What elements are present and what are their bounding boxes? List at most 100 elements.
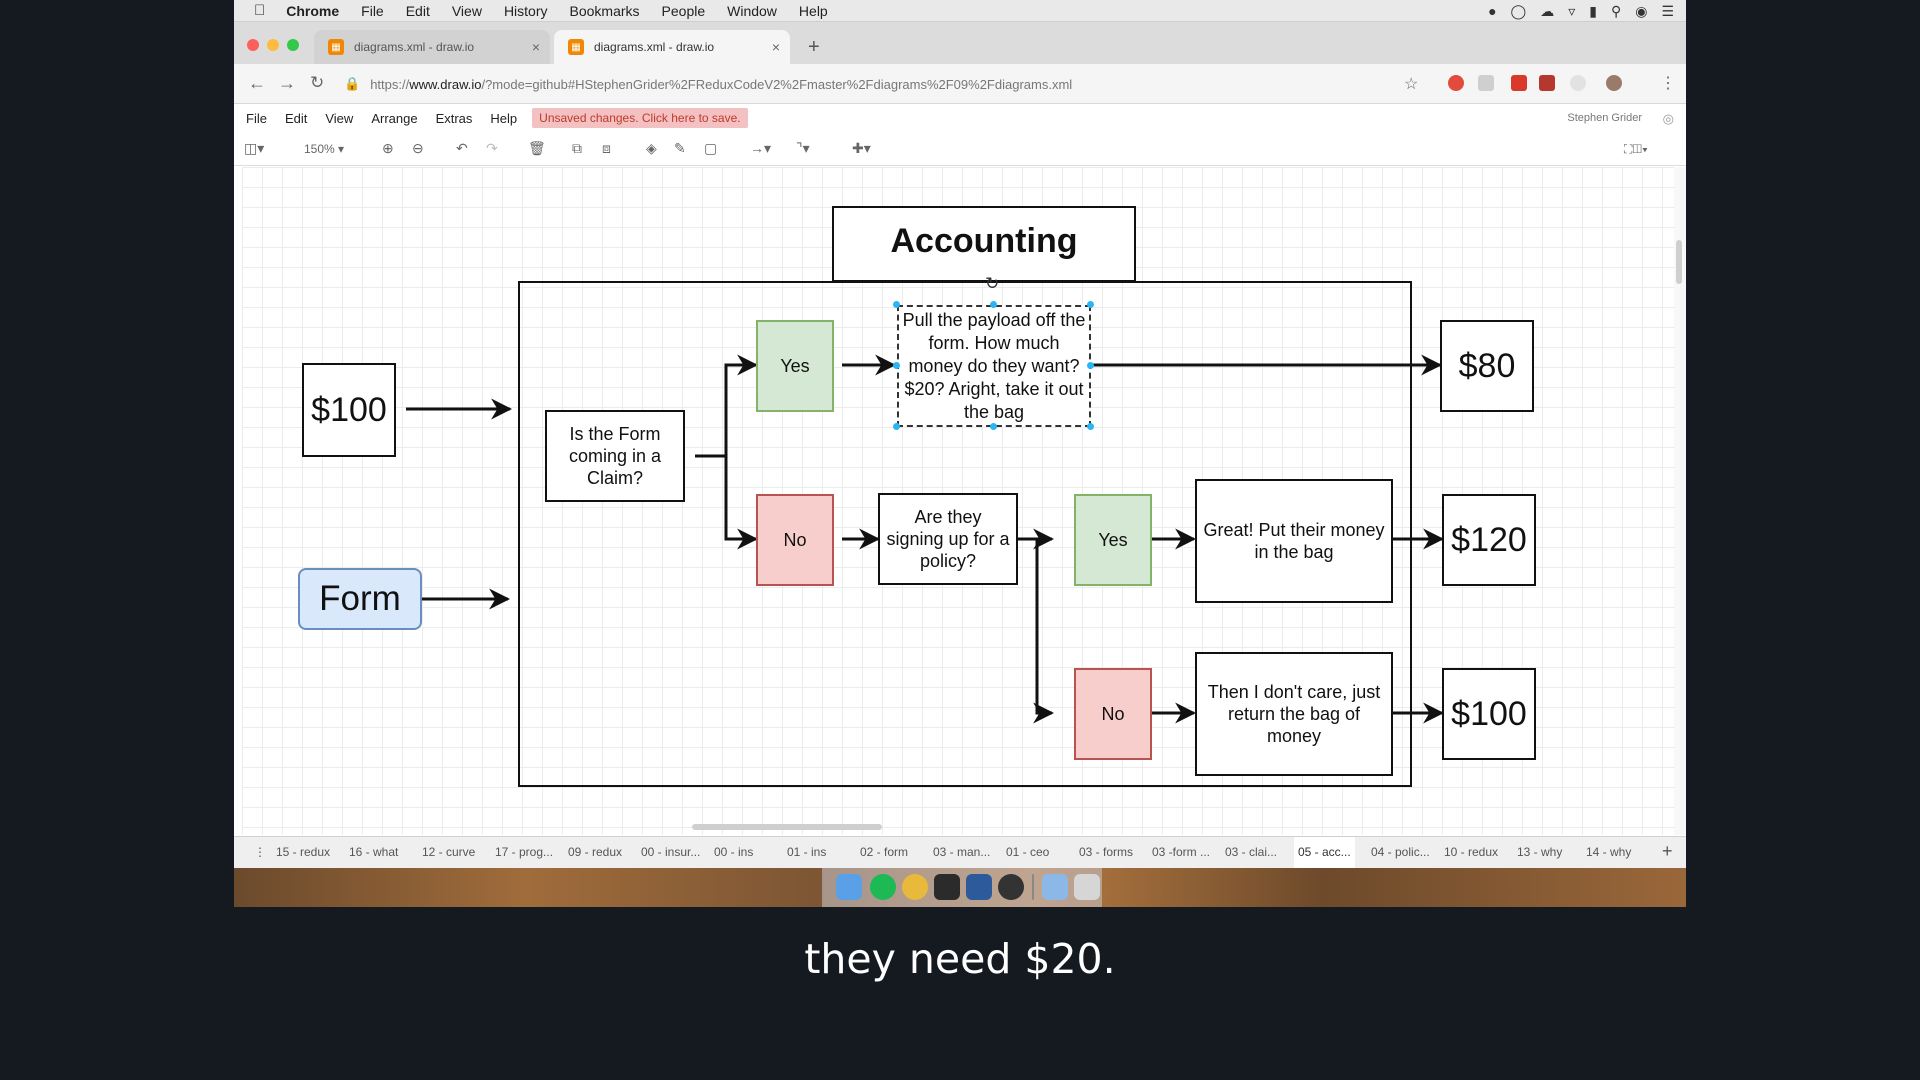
menu-file[interactable]: File bbox=[349, 2, 384, 19]
horizontal-scroll-thumb[interactable] bbox=[692, 824, 882, 830]
page-tab[interactable]: 14 - why bbox=[1586, 845, 1632, 859]
menu-edit[interactable]: Edit bbox=[394, 2, 430, 19]
drawio-menu-help[interactable]: Help bbox=[490, 110, 518, 126]
siri-icon[interactable]: ◉ bbox=[1635, 2, 1648, 19]
insert-icon[interactable]: ✚▾ bbox=[852, 140, 871, 156]
payload-box-selected[interactable]: Pull the payload off the form. How much … bbox=[897, 305, 1091, 427]
selection-handle[interactable] bbox=[893, 423, 900, 430]
page-tab[interactable]: 17 - prog... bbox=[495, 845, 554, 859]
notification-center-icon[interactable]: ☰ bbox=[1661, 2, 1674, 19]
accounting-title-box[interactable]: Accounting bbox=[832, 206, 1136, 282]
policy-yes-box[interactable]: Yes bbox=[1074, 494, 1152, 586]
waypoints-icon[interactable]: ⌝▾ bbox=[796, 140, 810, 156]
chrome-icon[interactable] bbox=[902, 874, 928, 900]
selection-handle[interactable] bbox=[893, 301, 900, 308]
redo-icon[interactable]: ↷ bbox=[486, 140, 498, 156]
shadow-icon[interactable]: ▢ bbox=[704, 140, 718, 156]
close-tab-icon[interactable]: × bbox=[771, 39, 780, 55]
line-color-icon[interactable]: ✎ bbox=[674, 140, 686, 156]
reload-icon[interactable]: ↻ bbox=[310, 73, 325, 92]
input-money-box[interactable]: $100 bbox=[302, 363, 396, 457]
page-tab-active[interactable]: 05 - acc... bbox=[1294, 837, 1355, 869]
new-tab-button[interactable]: + bbox=[808, 36, 820, 58]
drawio-menu-arrange[interactable]: Arrange bbox=[371, 110, 418, 126]
zoom-in-icon[interactable]: ⊕ bbox=[382, 140, 394, 156]
format-panel-icon[interactable]: ◫▾ bbox=[244, 140, 265, 156]
output-80-box[interactable]: $80 bbox=[1440, 320, 1534, 412]
page-tab[interactable]: 00 - insur... bbox=[641, 845, 701, 859]
bookmark-star-icon[interactable]: ☆ bbox=[1404, 76, 1419, 93]
user-name[interactable]: Stephen Grider bbox=[1567, 112, 1642, 124]
page-tab[interactable]: 12 - curve bbox=[422, 845, 476, 859]
grey-extension-icon[interactable] bbox=[1570, 75, 1586, 91]
page-tab[interactable]: 03 - man... bbox=[933, 845, 991, 859]
fill-color-icon[interactable]: ◈ bbox=[646, 140, 657, 156]
zoom-out-icon[interactable]: ⊖ bbox=[412, 140, 424, 156]
menu-view[interactable]: View bbox=[440, 2, 482, 19]
spotify-icon[interactable] bbox=[870, 874, 896, 900]
terminal-icon[interactable] bbox=[934, 874, 960, 900]
close-window-button[interactable] bbox=[247, 39, 259, 51]
page-tab[interactable]: 13 - why bbox=[1517, 845, 1563, 859]
trash-icon[interactable] bbox=[1074, 874, 1100, 900]
globe-icon[interactable]: ◎ bbox=[1662, 111, 1674, 126]
glasses-icon[interactable]: ◯ bbox=[1510, 2, 1527, 19]
claim-yes-box[interactable]: Yes bbox=[756, 320, 834, 412]
diagram-canvas[interactable]: Accounting $100 Form Is the Form coming … bbox=[242, 167, 1674, 835]
obs-icon[interactable] bbox=[998, 874, 1024, 900]
forward-icon[interactable]: → bbox=[278, 73, 296, 93]
accounting-container[interactable] bbox=[518, 281, 1412, 787]
claim-question-box[interactable]: Is the Form coming in a Claim? bbox=[545, 410, 685, 502]
opera-extension-icon[interactable] bbox=[1448, 75, 1464, 91]
delete-icon[interactable]: 🗑 bbox=[528, 140, 546, 156]
wifi-icon[interactable]: ▿ bbox=[1568, 2, 1576, 19]
drawio-menu-view[interactable]: View bbox=[325, 110, 354, 126]
minimize-window-button[interactable] bbox=[267, 39, 279, 51]
menu-app-name[interactable]: Chrome bbox=[275, 2, 339, 19]
drawio-menu-file[interactable]: File bbox=[246, 110, 267, 126]
menu-bookmarks[interactable]: Bookmarks bbox=[558, 2, 640, 19]
menu-help[interactable]: Help bbox=[787, 2, 828, 19]
menu-people[interactable]: People bbox=[650, 2, 706, 19]
page-tab[interactable]: 01 - ins bbox=[787, 845, 827, 859]
red-extension-icon[interactable] bbox=[1511, 75, 1527, 91]
connection-style-icon[interactable]: →▾ bbox=[750, 140, 772, 156]
page-tab[interactable]: 03 - clai... bbox=[1225, 845, 1278, 859]
page-tab[interactable]: 02 - form bbox=[860, 845, 909, 859]
selection-handle[interactable] bbox=[893, 362, 900, 369]
css-extension-icon[interactable] bbox=[1478, 75, 1494, 91]
chrome-menu-icon[interactable]: ⋮ bbox=[1660, 75, 1676, 92]
selection-handle[interactable] bbox=[990, 423, 997, 430]
zoom-window-button[interactable] bbox=[287, 39, 299, 51]
battery-icon[interactable]: ▮ bbox=[1589, 2, 1597, 19]
menu-window[interactable]: Window bbox=[715, 2, 777, 19]
drawio-menu-edit[interactable]: Edit bbox=[284, 110, 308, 126]
unsaved-changes-button[interactable]: Unsaved changes. Click here to save. bbox=[532, 108, 748, 128]
page-tab[interactable]: 09 - redux bbox=[568, 845, 623, 859]
page-tab[interactable]: 15 - redux bbox=[276, 845, 331, 859]
downloads-folder-icon[interactable] bbox=[1042, 874, 1068, 900]
zoom-select[interactable]: 150% ▾ bbox=[304, 142, 345, 156]
pages-menu-icon[interactable]: ⋮ bbox=[254, 845, 266, 859]
vscode-icon[interactable] bbox=[966, 874, 992, 900]
selection-handle[interactable] bbox=[1087, 423, 1094, 430]
vertical-scrollbar[interactable] bbox=[1674, 167, 1686, 835]
profile-avatar[interactable] bbox=[1606, 75, 1622, 91]
undo-icon[interactable]: ↶ bbox=[456, 140, 468, 156]
spotlight-icon[interactable]: ⚲ bbox=[1610, 2, 1622, 19]
menu-history[interactable]: History bbox=[492, 2, 548, 19]
vertical-scroll-thumb[interactable] bbox=[1676, 240, 1682, 284]
output-120-box[interactable]: $120 bbox=[1442, 494, 1536, 586]
selection-handle[interactable] bbox=[990, 301, 997, 308]
output-100-box[interactable]: $100 bbox=[1442, 668, 1536, 760]
to-back-icon[interactable]: ⧈ bbox=[602, 140, 611, 156]
apple-icon[interactable]:  bbox=[234, 2, 275, 19]
page-tab[interactable]: 16 - what bbox=[349, 845, 399, 859]
drawio-menu-extras[interactable]: Extras bbox=[435, 110, 473, 126]
selection-handle[interactable] bbox=[1087, 301, 1094, 308]
browser-tab-1[interactable]: ▦ diagrams.xml - draw.io × bbox=[314, 30, 550, 64]
policy-no-box[interactable]: No bbox=[1074, 668, 1152, 760]
browser-tab-2[interactable]: ▦ diagrams.xml - draw.io × bbox=[554, 30, 790, 64]
rotate-handle-icon[interactable]: ↻ bbox=[985, 274, 1000, 293]
to-front-icon[interactable]: ⧉ bbox=[572, 140, 582, 156]
